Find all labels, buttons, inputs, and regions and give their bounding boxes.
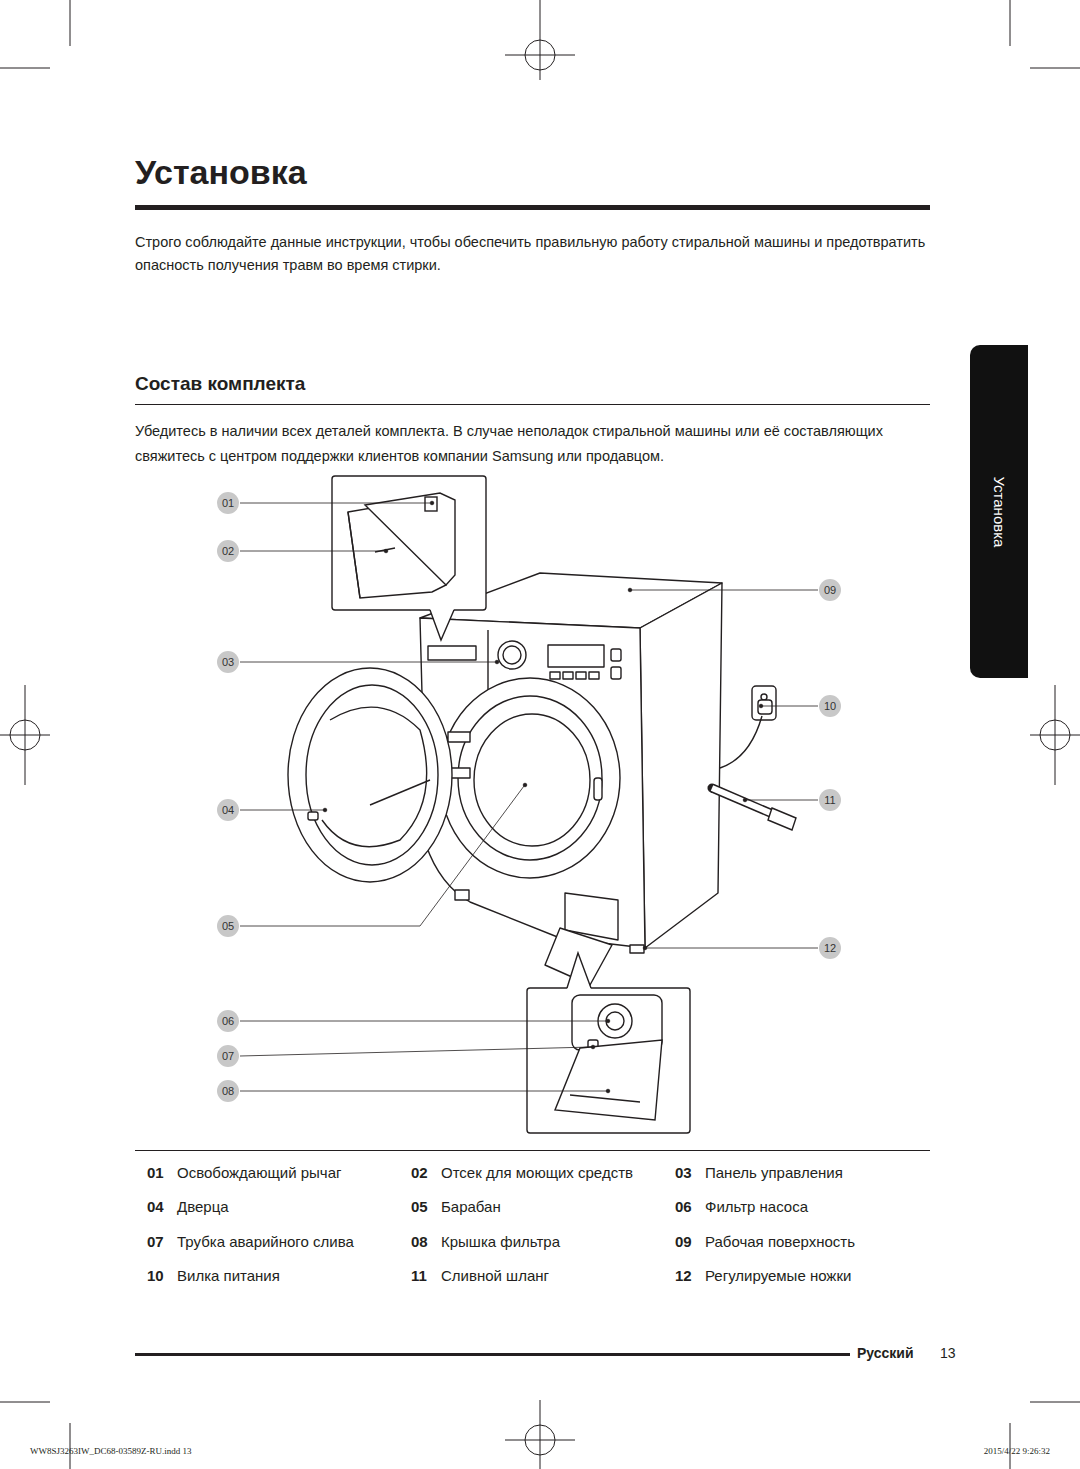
callout-number: 07 bbox=[217, 1045, 239, 1067]
intro-text: Убедитесь в наличии всех деталей комплек… bbox=[135, 419, 935, 469]
part-name: Панель управления bbox=[705, 1164, 843, 1182]
callout-number: 01 bbox=[217, 492, 239, 514]
callout-number: 02 bbox=[217, 540, 239, 562]
part-name: Трубка аварийного слива bbox=[177, 1233, 354, 1251]
callout-text: 06 bbox=[222, 1016, 234, 1027]
legend-number: 01 bbox=[147, 1164, 164, 1182]
callout-text: 09 bbox=[824, 585, 836, 596]
callout-number: 03 bbox=[217, 651, 239, 673]
legend-number: 08 bbox=[411, 1233, 428, 1251]
callout-number: 08 bbox=[217, 1080, 239, 1102]
callout-text: 11 bbox=[824, 795, 835, 806]
legend-number: 12 bbox=[675, 1267, 692, 1285]
callout-text: 08 bbox=[222, 1086, 234, 1097]
callout-text: 04 bbox=[222, 805, 234, 816]
date-footer: 2015/4/22 9:26:32 bbox=[984, 1446, 1050, 1457]
callout-number: 04 bbox=[217, 799, 239, 821]
callout-text: 10 bbox=[824, 701, 836, 712]
callout-number: 12 bbox=[819, 937, 841, 959]
callout-text: 07 bbox=[222, 1051, 234, 1062]
section-tab: Установка bbox=[970, 345, 1028, 678]
section-heading: Состав комплекта bbox=[135, 373, 305, 396]
callout-number: 05 bbox=[217, 915, 239, 937]
callout-text: 03 bbox=[222, 657, 234, 668]
part-name: Сливной шланг bbox=[441, 1267, 549, 1285]
washing-machine bbox=[288, 573, 722, 985]
language-label: Русский bbox=[857, 1345, 914, 1362]
legend-number: 09 bbox=[675, 1233, 692, 1251]
legend-number: 05 bbox=[411, 1198, 428, 1216]
part-name: Рабочая поверхность bbox=[705, 1233, 855, 1251]
filter-inset bbox=[527, 953, 690, 1133]
callout-number: 10 bbox=[819, 695, 841, 717]
callout-text: 02 bbox=[222, 546, 234, 557]
callout-text: 12 bbox=[824, 943, 836, 954]
part-name: Отсек для моющих средств bbox=[441, 1164, 633, 1182]
part-name: Дверца bbox=[177, 1198, 229, 1216]
part-name: Фильтр насоса bbox=[705, 1198, 808, 1216]
callout-number: 11 bbox=[819, 789, 841, 811]
rules bbox=[135, 205, 930, 1356]
callout-number: 06 bbox=[217, 1010, 239, 1032]
page-number: 13 bbox=[940, 1345, 956, 1362]
callout-text: 01 bbox=[222, 498, 234, 509]
legend-number: 11 bbox=[411, 1267, 427, 1285]
drawer-inset bbox=[332, 476, 486, 640]
part-name: Вилка питания bbox=[177, 1267, 280, 1285]
legend-number: 03 bbox=[675, 1164, 692, 1182]
plug-and-hose bbox=[712, 686, 796, 830]
tab-label: Установка bbox=[991, 476, 1008, 547]
file-footer: WW8SJ3263IW_DC68-03589Z-RU.indd 13 bbox=[30, 1446, 192, 1457]
part-name: Освобождающий рычаг bbox=[177, 1164, 341, 1182]
legend-number: 07 bbox=[147, 1233, 164, 1251]
callout-number: 09 bbox=[819, 579, 841, 601]
legend-number: 06 bbox=[675, 1198, 692, 1216]
part-name: Барабан bbox=[441, 1198, 501, 1216]
callout-text: 05 bbox=[222, 921, 234, 932]
part-name: Регулируемые ножки bbox=[705, 1267, 851, 1285]
legend-number: 04 bbox=[147, 1198, 164, 1216]
part-name: Крышка фильтра bbox=[441, 1233, 560, 1251]
page-title: Установка bbox=[135, 153, 307, 192]
legend-number: 10 bbox=[147, 1267, 164, 1285]
intro-text: Строго соблюдайте данные инструкции, что… bbox=[135, 231, 935, 277]
leader-lines bbox=[240, 501, 818, 1093]
legend-number: 02 bbox=[411, 1164, 428, 1182]
